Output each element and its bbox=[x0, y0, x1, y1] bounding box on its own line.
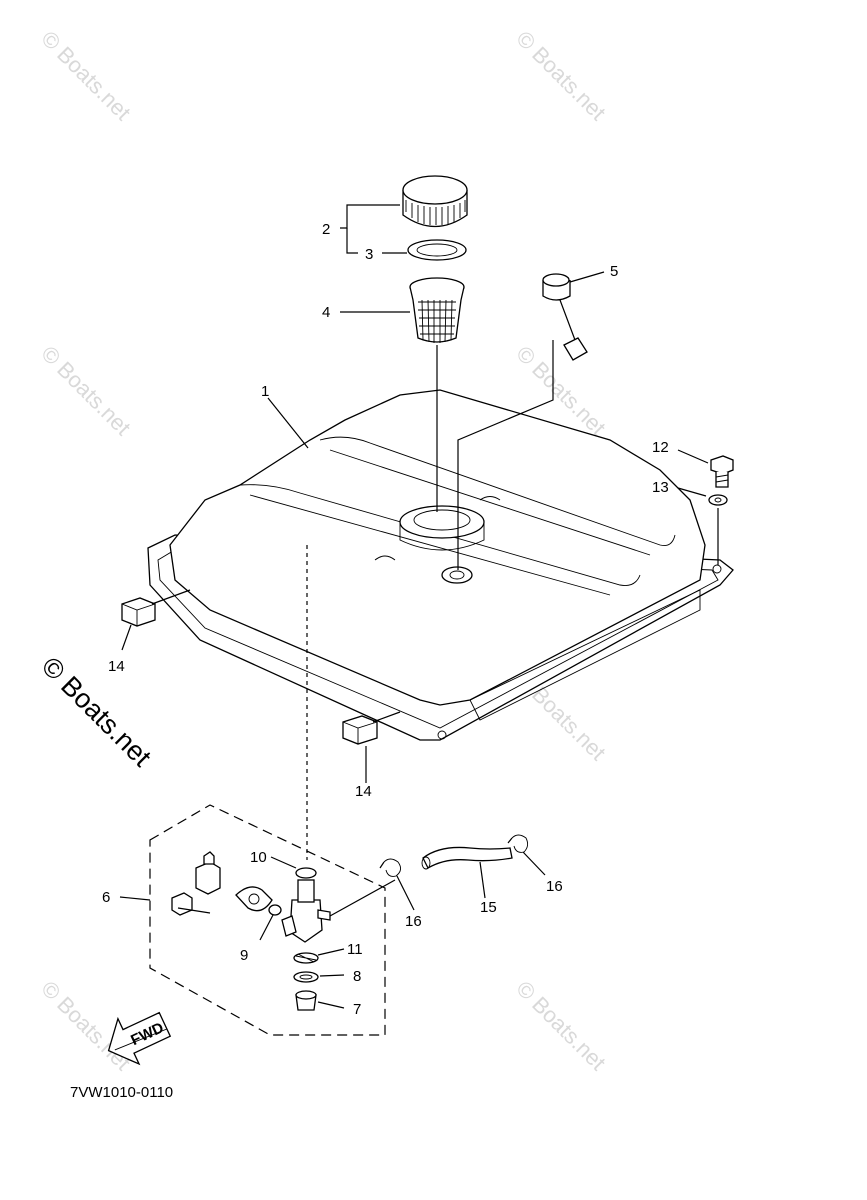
callout-13: 13 bbox=[652, 479, 669, 496]
callout-4: 4 bbox=[322, 304, 330, 321]
callout-14: 14 bbox=[355, 783, 372, 800]
callout-11: 11 bbox=[347, 941, 363, 958]
callout-2: 2 bbox=[322, 221, 330, 238]
watermark: © Boats.net bbox=[511, 976, 610, 1075]
fuel-hose bbox=[421, 846, 513, 870]
callout-15: 15 bbox=[480, 899, 497, 916]
watermark: © Boats.net bbox=[36, 26, 135, 125]
callout-16: 16 bbox=[546, 878, 563, 895]
hose-clip bbox=[379, 858, 401, 877]
washer bbox=[708, 494, 728, 506]
leader-lines bbox=[119, 204, 709, 1009]
callout-5: 5 bbox=[610, 263, 618, 280]
callout-16: 16 bbox=[405, 913, 422, 930]
callout-7: 7 bbox=[353, 1001, 361, 1018]
gauge-line bbox=[457, 340, 554, 570]
callout-10: 10 bbox=[250, 849, 267, 866]
rubber-pad bbox=[342, 715, 378, 745]
rubber-pad bbox=[121, 597, 156, 627]
hose-line bbox=[329, 879, 396, 917]
callout-12: 12 bbox=[652, 439, 669, 456]
fuel-cap bbox=[402, 175, 468, 228]
callout-14: 14 bbox=[108, 658, 125, 675]
callout-6: 6 bbox=[102, 889, 110, 906]
side-copyright: © Boats.net bbox=[36, 651, 158, 773]
bolt bbox=[710, 455, 734, 488]
fuel-cock bbox=[171, 851, 331, 1011]
callout-1: 1 bbox=[261, 383, 269, 400]
callout-9: 9 bbox=[240, 947, 248, 964]
watermark: © Boats.net bbox=[511, 26, 610, 125]
pad-line bbox=[151, 589, 191, 605]
fuel-gauge bbox=[542, 273, 588, 361]
diagram-code: 7VW1010-0110 bbox=[70, 1084, 173, 1101]
strainer bbox=[409, 277, 465, 343]
fwd-arrow-icon: FWD bbox=[107, 1011, 172, 1066]
gasket bbox=[407, 239, 467, 261]
fuel-cock-group bbox=[149, 804, 386, 1036]
fuel-tank bbox=[147, 389, 734, 741]
watermark: © Boats.net bbox=[36, 341, 135, 440]
hose-clip bbox=[507, 834, 529, 853]
callout-3: 3 bbox=[365, 246, 373, 263]
pad-line bbox=[372, 711, 401, 723]
callout-8: 8 bbox=[353, 968, 361, 985]
